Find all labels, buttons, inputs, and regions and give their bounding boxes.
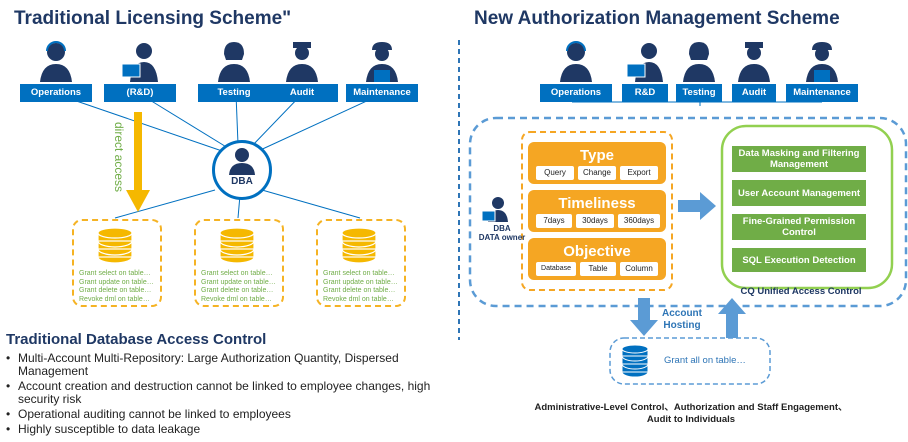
tag: Table [580,262,616,276]
person-laptop-icon [122,43,158,82]
role-rd: R&D [622,40,668,102]
panel-title: Type [580,147,614,164]
grant-line: Grant delete on table… [201,287,274,294]
role-testing: Testing [676,40,722,102]
dba-laptop-person-icon [481,197,508,222]
tag: Database [536,262,576,276]
role-label: Testing [676,84,722,102]
role-label: (R&D) [104,84,176,102]
bullet-item: Highly susceptible to data leakage [6,423,456,437]
left-title: Traditional Licensing Scheme" [14,8,292,29]
footer-line: Administrative-Level Control、Authorizati… [534,402,848,413]
role-label: R&D [622,84,668,102]
control-permission: Fine-Grained Permission Control [732,214,866,240]
role-label: Audit [732,84,776,102]
role-label: Testing [198,84,270,102]
tag: Change [578,166,616,180]
tag: Query [536,166,574,180]
tag: 360days [618,214,660,228]
direct-access-label: direct access [112,122,126,193]
bullet-item: Account creation and destruction cannot … [6,380,456,406]
section-title: Traditional Database Access Control [6,331,267,348]
dba-node: DBA [212,140,272,200]
tag: 7days [536,214,572,228]
grant-line: Grant select on table… [323,270,395,277]
person-female-icon [218,42,250,82]
account-hosting-label: Account Hosting [662,308,702,331]
grant-line: Revoke dml on table… [323,295,394,303]
footer-line: Audit to Individuals [646,414,736,425]
person-headset-icon [560,41,592,82]
right-title: New Authorization Management Scheme [474,8,840,29]
grant-line: Grant update on table… [323,278,398,286]
role-label: Maintenance [346,84,418,102]
database-box: Grant select on table…Grant update on ta… [316,219,406,307]
cq-label: CQ Unified Access Control [740,286,862,297]
person-female-icon [683,42,715,82]
tag: Column [620,262,658,276]
grant-list: Grant select on table…Grant update on ta… [201,270,276,304]
grant-line: Revoke dml on table… [79,295,150,303]
role-label: Operations [20,84,92,102]
footer-text: Administrative-Level Control、Authorizati… [476,402,906,426]
left-connectors [55,40,460,340]
bullet-item: Operational auditing cannot be linked to… [6,408,456,422]
database-icon [219,227,255,264]
database-icon [621,344,649,378]
person-worker-icon [806,42,838,82]
type-panel: Type Query Change Export [528,142,666,184]
person-headset-icon [40,41,72,82]
dba-line: DBA [493,224,511,233]
right-connectors [468,94,908,385]
dba-owner-label: DBA DATA owner [474,224,530,242]
role-rd: (R&D) [104,40,176,102]
grant-line: Grant update on table… [201,278,276,286]
control-data-masking: Data Masking and Filtering Management [732,146,866,172]
role-testing: Testing [198,40,270,102]
grant-line: Grant select on table… [201,270,273,277]
dba-line: DATA owner [478,233,526,242]
panel-title: Objective [563,243,631,260]
objective-panel: Objective Database Table Column [528,238,666,280]
database-icon [97,227,133,264]
tag: 30days [576,214,614,228]
role-maintenance: Maintenance [346,40,418,102]
role-label: Audit [266,84,338,102]
tag: Export [620,166,658,180]
bullet-item: Multi-Account Multi-Repository: Large Au… [6,352,456,378]
timeliness-panel: Timeliness 7days 30days 360days [528,190,666,232]
person-officer-icon [738,42,770,82]
grant-list: Grant select on table…Grant update on ta… [79,270,154,304]
bullet-list: Multi-Account Multi-Repository: Large Au… [6,352,456,438]
role-label: Maintenance [786,84,858,102]
person-laptop-icon [627,43,663,82]
dba-person-icon [229,148,255,175]
control-sql-detection: SQL Execution Detection [732,248,866,272]
person-officer-icon [286,42,318,82]
grant-all-label: Grant all on table… [664,355,746,366]
grant-line: Revoke dml on table… [201,295,272,303]
database-icon [341,227,377,264]
panel-title: Timeliness [558,195,636,212]
dba-label: DBA [231,176,253,187]
role-operations: Operations [540,40,612,102]
role-operations: Operations [20,40,92,102]
grant-list: Grant select on table…Grant update on ta… [323,270,398,304]
grant-line: Grant delete on table… [323,287,396,294]
control-user-account: User Account Management [732,180,866,206]
role-audit: Audit [266,40,338,102]
role-label: Operations [540,84,612,102]
role-audit: Audit [732,40,776,102]
grant-line: Grant update on table… [79,278,154,286]
database-box: Grant select on table…Grant update on ta… [194,219,284,307]
grant-line: Grant select on table… [79,270,151,277]
person-worker-icon [366,42,398,82]
database-box: Grant select on table…Grant update on ta… [72,219,162,307]
grant-line: Grant delete on table… [79,287,152,294]
role-maintenance: Maintenance [786,40,858,102]
